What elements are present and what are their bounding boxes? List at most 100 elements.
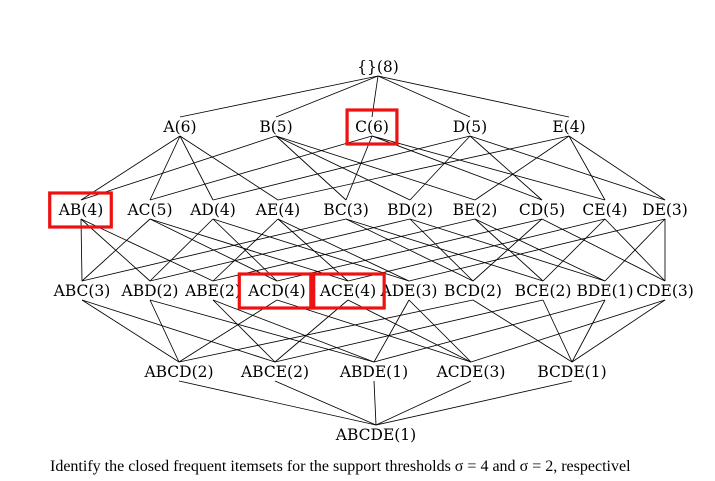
- node-ACE: ACE(4): [319, 282, 376, 300]
- edge-root-E: [377, 75, 570, 118]
- highlight-boxes: [48, 108, 399, 310]
- edge-ABD-ABCD: [149, 299, 180, 363]
- node-A: A(6): [162, 118, 196, 136]
- edge-A-AB: [80, 135, 181, 201]
- edge-CD-CDE: [541, 218, 666, 282]
- edge-AE-ACE: [277, 218, 349, 282]
- node-ABD: ABD(2): [121, 282, 179, 300]
- node-AD: AD(4): [189, 201, 236, 219]
- edge-AB-ABC: [80, 218, 83, 282]
- edge-CE-ACE: [347, 218, 606, 282]
- edge-BD-ABD: [149, 218, 411, 282]
- highlight-box-ACE: [309, 272, 386, 310]
- node-D: D(5): [453, 118, 487, 136]
- question-caption: Identify the closed frequent itemsets fo…: [50, 458, 631, 476]
- node-BCDE: BCDE(1): [537, 363, 606, 381]
- node-CD: CD(5): [519, 201, 565, 219]
- caption-conjunction: and: [492, 458, 516, 475]
- edge-E-DE: [568, 135, 666, 201]
- edge-CDE-ACDE: [470, 299, 666, 363]
- edge-CD-ACD: [276, 218, 543, 282]
- caption-text: Identify the closed frequent itemsets fo…: [50, 458, 451, 475]
- edge-ACD-ABCD: [178, 299, 278, 363]
- edge-B-BC: [275, 135, 347, 201]
- edge-D-BD: [409, 135, 471, 201]
- highlight-box-C: [345, 108, 399, 146]
- edge-BCD-BCDE: [472, 299, 573, 363]
- edge-CDE-BCDE: [571, 299, 666, 363]
- node-AE: AE(4): [255, 201, 300, 219]
- edge-DE-BDE: [604, 218, 666, 282]
- edge-AD-ABD: [149, 218, 214, 282]
- edge-B-AB: [80, 135, 277, 201]
- edge-A-AC: [149, 135, 181, 201]
- node-ABCDE: ABCDE(1): [335, 426, 416, 444]
- node-AC: AC(5): [126, 201, 172, 219]
- edge-E-AE: [277, 135, 570, 201]
- edge-BE-ABE: [212, 218, 476, 282]
- edge-A-AD: [179, 135, 214, 201]
- edge-ABE-ABDE: [212, 299, 375, 363]
- edge-ABCD-ABCDE: [178, 380, 377, 426]
- node-CE: CE(4): [582, 201, 627, 219]
- edge-D-AD: [212, 135, 471, 201]
- edge-AC-ABC: [81, 218, 151, 282]
- edge-BCD-ABCD: [178, 299, 474, 363]
- edge-BD-BCD: [409, 218, 474, 282]
- node-empty-set: {}(8): [357, 58, 399, 76]
- node-ABCE: ABCE(2): [240, 363, 309, 381]
- edge-ADE-ABDE: [373, 299, 410, 363]
- node-C: C(6): [355, 118, 389, 136]
- edge-root-A: [179, 75, 379, 118]
- node-BE: BE(2): [453, 201, 498, 219]
- node-ABC: ABC(3): [53, 282, 111, 300]
- node-BD: BD(2): [387, 201, 433, 219]
- edge-C-CE: [371, 135, 606, 201]
- edge-C-AC: [149, 135, 373, 201]
- edge-ABC-ABCE: [81, 299, 276, 363]
- edge-BE-BCE: [474, 218, 544, 282]
- node-AB: AB(4): [58, 201, 104, 219]
- sigma-threshold-2: σ = 2, respectivel: [519, 458, 631, 475]
- edge-BDE-BCDE: [571, 299, 606, 363]
- node-ADE: ADE(3): [380, 282, 438, 300]
- node-B: B(5): [259, 118, 292, 136]
- edge-AC-ACE: [149, 218, 349, 282]
- edge-ABE-ABCE: [212, 299, 276, 363]
- node-ABDE: ABDE(1): [339, 363, 408, 381]
- edge-AD-ADE: [212, 218, 410, 282]
- lattice-node-labels: {}(8) A(6) B(5) C(6) D(5) E(4) AB(4) AC(5) AD(4)…: [53, 58, 694, 444]
- edge-D-CD: [469, 135, 543, 201]
- node-DE: DE(3): [642, 201, 688, 219]
- edge-A-AE: [179, 135, 279, 201]
- edge-BC-BCE: [345, 218, 544, 282]
- edge-E-CE: [568, 135, 606, 201]
- edge-E-BE: [474, 135, 570, 201]
- highlight-box-AB: [48, 191, 113, 229]
- edge-ABC-ABCD: [81, 299, 180, 363]
- node-BCE: BCE(2): [515, 282, 572, 300]
- edge-BDE-ABDE: [373, 299, 606, 363]
- edge-ACD-ACDE: [276, 299, 472, 363]
- node-BC: BC(3): [323, 201, 369, 219]
- edge-AB-ABE: [80, 218, 214, 282]
- edge-DE-ADE: [408, 218, 666, 282]
- highlight-box-ACD: [237, 272, 316, 310]
- edge-root-D: [377, 75, 471, 118]
- edge-BCDE-ABCDE: [375, 380, 573, 426]
- node-ABE: ABE(2): [184, 282, 241, 300]
- edge-AE-ABE: [212, 218, 279, 282]
- node-BDE: BDE(1): [576, 282, 633, 300]
- edge-CD-BCD: [472, 218, 543, 282]
- edge-BCE-ABCE: [274, 299, 544, 363]
- edge-BE-BDE: [474, 218, 606, 282]
- sigma-threshold-1: σ = 4: [454, 458, 489, 475]
- edge-ABCE-ABCDE: [274, 380, 377, 426]
- lattice-edges: [80, 75, 666, 426]
- edge-B-BE: [275, 135, 476, 201]
- node-E: E(4): [552, 118, 585, 136]
- edge-BC-ABC: [81, 218, 347, 282]
- node-CDE: CDE(3): [636, 282, 694, 300]
- edge-CE-BCE: [542, 218, 606, 282]
